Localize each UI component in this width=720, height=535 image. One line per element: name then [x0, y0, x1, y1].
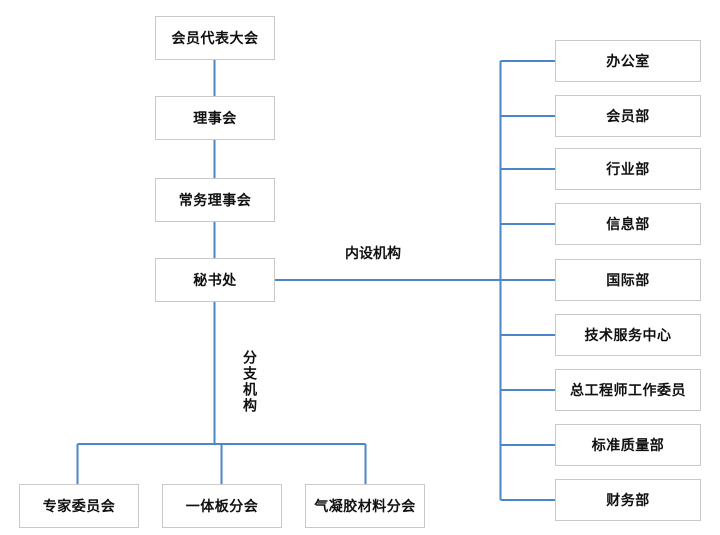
node-department-technical-service-center[interactable]: 技术服务中心: [555, 314, 701, 356]
node-label: 信息部: [606, 216, 650, 232]
node-label: 会员部: [606, 108, 650, 124]
node-label: 气凝胶材料分会: [314, 498, 416, 514]
node-board-of-directors[interactable]: 理事会: [155, 96, 275, 140]
node-department-chief-engineer-committee[interactable]: 总工程师工作委员: [555, 369, 701, 411]
node-label: 理事会: [193, 110, 237, 126]
node-label: 秘书处: [193, 272, 237, 288]
node-label: 一体板分会: [185, 498, 259, 514]
node-department-office[interactable]: 办公室: [555, 40, 701, 82]
node-label: 国际部: [606, 272, 650, 288]
node-member-assembly[interactable]: 会员代表大会: [155, 16, 275, 60]
node-department-information[interactable]: 信息部: [555, 203, 701, 245]
node-department-industry[interactable]: 行业部: [555, 148, 701, 190]
node-department-membership[interactable]: 会员部: [555, 95, 701, 137]
node-branch-expert-committee[interactable]: 专家委员会: [19, 484, 139, 528]
node-department-finance[interactable]: 财务部: [555, 479, 701, 521]
node-standing-board[interactable]: 常务理事会: [155, 178, 275, 222]
node-label: 行业部: [606, 161, 650, 177]
node-label: 标准质量部: [591, 437, 665, 453]
node-label: 技术服务中心: [584, 327, 672, 343]
edge-label-branch-organizations: 分支机构: [240, 348, 260, 416]
node-branch-aerogel-materials[interactable]: 气凝胶材料分会: [305, 484, 425, 528]
node-label: 财务部: [606, 492, 650, 508]
node-secretariat[interactable]: 秘书处: [155, 258, 275, 302]
edge-label-internal-departments: 内设机构: [342, 243, 404, 263]
node-department-international[interactable]: 国际部: [555, 259, 701, 301]
node-branch-integrated-board[interactable]: 一体板分会: [162, 484, 282, 528]
node-label: 办公室: [606, 53, 650, 69]
node-department-standards-quality[interactable]: 标准质量部: [555, 424, 701, 466]
node-label: 总工程师工作委员: [570, 382, 686, 398]
node-label: 常务理事会: [178, 192, 252, 208]
node-label: 会员代表大会: [171, 30, 259, 46]
node-label: 专家委员会: [42, 498, 116, 514]
